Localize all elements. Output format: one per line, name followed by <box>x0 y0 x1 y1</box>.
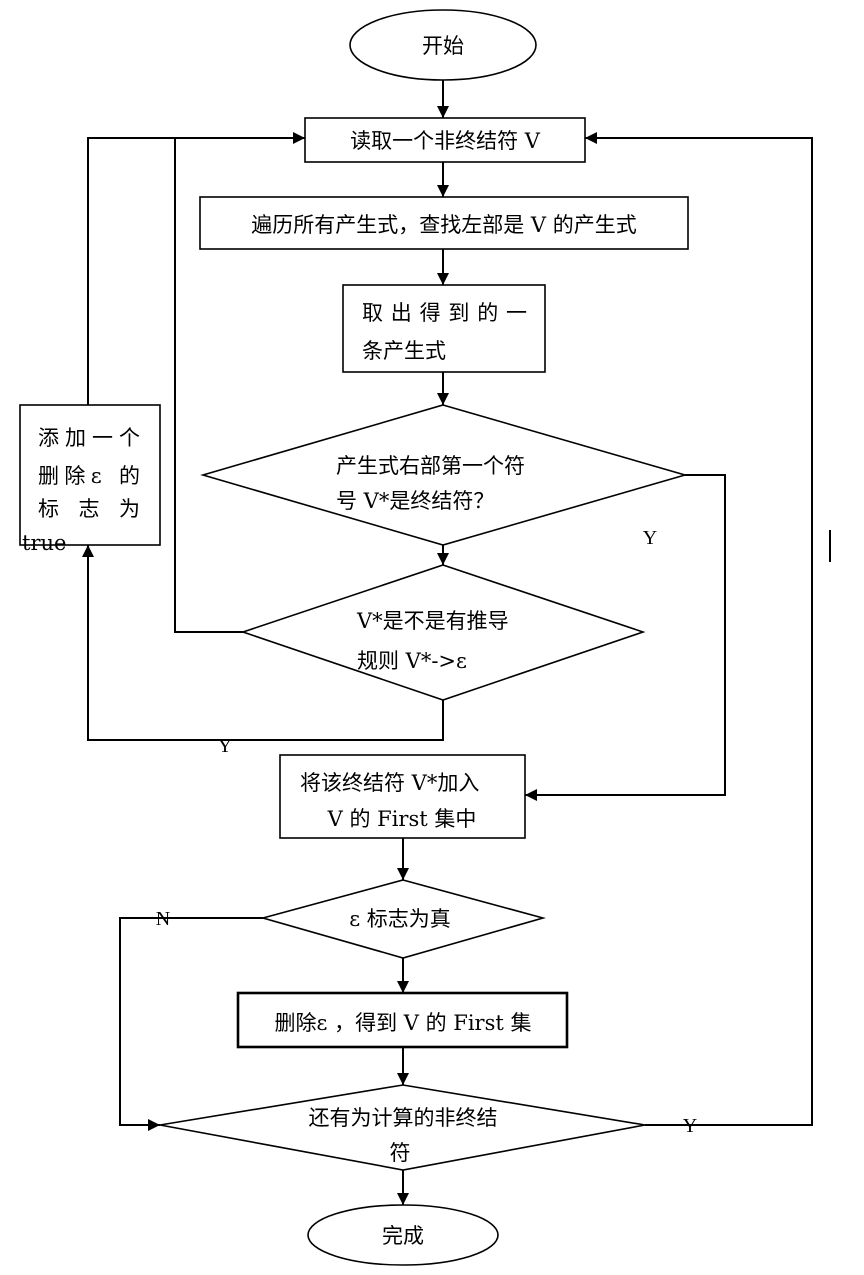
edge-label-more-nonterminals-yes: Y <box>683 1115 697 1137</box>
node-add-epsilon-flag-line-4: true <box>22 531 66 555</box>
node-take-production: 取出得到的一 条产生式 <box>342 284 546 373</box>
node-add-epsilon-flag: 添加一个 删除ε 的 标志为 true <box>19 404 161 555</box>
node-end-label: 完成 <box>382 1224 424 1248</box>
node-remove-epsilon-label: 删除ε ，得到 V 的 First 集 <box>275 1011 532 1035</box>
node-has-epsilon-rule-line-1: V*是不是有推导 <box>356 609 509 633</box>
edge-more-nonterminals-yes <box>585 132 813 1126</box>
edge-label-epsilon-flag-no: N <box>156 908 170 930</box>
node-epsilon-flag-decision: ε 标志为真 <box>260 879 546 959</box>
node-remove-epsilon: 删除ε ，得到 V 的 First 集 <box>236 991 569 1049</box>
edge-add-flag-to-read <box>87 132 305 405</box>
node-end: 完成 <box>307 1204 499 1266</box>
node-has-epsilon-rule-decision: V*是不是有推导 规则 V*->ε <box>240 564 646 701</box>
node-add-epsilon-flag-line-3: 标志为 <box>38 497 140 521</box>
node-traverse-productions-label: 遍历所有产生式，查找左部是 V 的产生式 <box>251 213 637 237</box>
node-more-nonterminals-decision: 还有为计算的非终结 符 <box>159 1084 646 1171</box>
node-read-nonterminal: 读取一个非终结符 V <box>304 117 586 163</box>
node-is-terminal-line-2: 号 V*是终结符？ <box>336 489 494 513</box>
node-add-to-first-line-2: V 的 First 集中 <box>327 807 477 831</box>
node-take-production-line-2: 条产生式 <box>362 339 446 363</box>
node-epsilon-flag-label: ε 标志为真 <box>349 907 451 931</box>
node-traverse-productions: 遍历所有产生式，查找左部是 V 的产生式 <box>199 196 689 250</box>
node-more-nonterminals-line-1: 还有为计算的非终结 <box>309 1106 498 1130</box>
node-has-epsilon-rule-line-2: 规则 V*->ε <box>357 649 467 673</box>
edge-has-epsilon-rule-no <box>174 138 243 633</box>
node-start-label: 开始 <box>422 34 464 58</box>
node-more-nonterminals-line-2: 符 <box>390 1141 411 1165</box>
edge-has-epsilon-rule-yes <box>82 545 444 741</box>
node-add-to-first-line-1: 将该终结符 V*加入 <box>300 771 479 795</box>
node-read-nonterminal-label: 读取一个非终结符 V <box>350 129 541 153</box>
edge-is-terminal-yes <box>525 474 726 801</box>
node-add-to-first: 将该终结符 V*加入 V 的 First 集中 <box>279 754 526 839</box>
node-is-terminal-decision: 产生式右部第一个符 号 V*是终结符？ <box>200 404 688 546</box>
edge-label-is-terminal-yes: Y <box>643 527 657 549</box>
edge-epsilon-flag-no <box>119 917 263 1131</box>
edge-label-has-epsilon-rule-yes: Y <box>218 735 232 757</box>
node-start: 开始 <box>349 9 537 81</box>
node-is-terminal-line-1: 产生式右部第一个符 <box>336 454 525 478</box>
